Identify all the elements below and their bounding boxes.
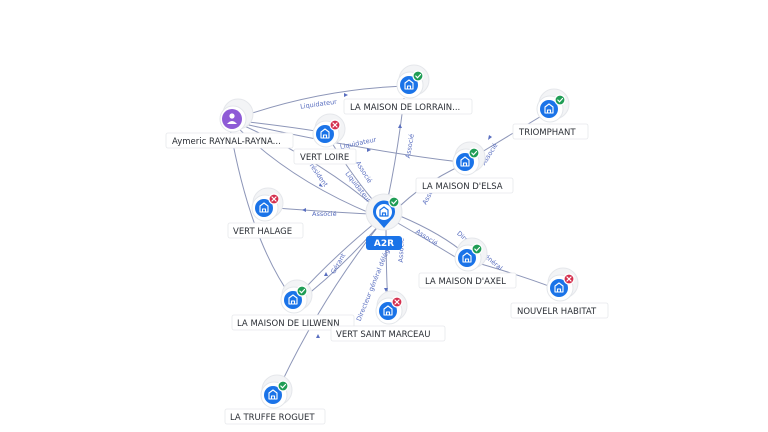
edge-label-lorraine-center: Associé — [404, 133, 416, 159]
edge-label-verthalage-center: Associé — [312, 210, 337, 218]
edge-aym-elsa — [239, 122, 461, 163]
node-label-truffe: LA TRUFFE ROGUET — [230, 413, 315, 423]
node-label-nouvelr: NOUVELR HABITAT — [517, 307, 597, 317]
arrow-icon — [316, 334, 320, 338]
node-label-elsa: LA MAISON D'ELSA — [422, 182, 503, 192]
node-label-vertloire: VERT LOIRE — [300, 153, 349, 163]
edge-label-aym-lorraine: Liquidateur — [300, 98, 338, 111]
node-nouvelr[interactable]: NOUVELR HABITAT — [510, 267, 609, 319]
node-marceau[interactable]: VERT SAINT MARCEAU — [330, 290, 446, 342]
building-icon — [268, 389, 278, 400]
status-ok-badge — [554, 94, 566, 106]
building-icon — [379, 206, 389, 217]
edge-axel-center-assoc — [395, 221, 461, 261]
status-ok-badge — [468, 147, 480, 159]
arrow-icon — [319, 183, 323, 187]
building-icon — [259, 202, 269, 213]
arrow-icon — [398, 124, 402, 128]
arrow-icon — [302, 208, 306, 212]
building-icon — [383, 305, 393, 316]
status-ok-badge — [277, 380, 289, 392]
building-icon — [460, 156, 470, 167]
status-ok-badge — [471, 243, 483, 255]
edge-verthalage-center — [275, 207, 371, 215]
node-lilwenn[interactable]: LA MAISON DE LILWENN — [231, 279, 355, 331]
building-icon — [404, 79, 414, 90]
edge-truffe-center — [277, 223, 381, 391]
person-icon — [227, 113, 237, 124]
arrow-icon — [344, 93, 348, 97]
status-ok-badge — [296, 285, 308, 297]
building-icon — [544, 103, 554, 114]
node-label-aymeric: Aymeric RAYNAL-RAYNA... — [172, 137, 281, 147]
building-icon — [554, 282, 564, 293]
node-label-verthalage: VERT HALAGE — [233, 227, 292, 237]
node-elsa[interactable]: LA MAISON D'ELSA — [415, 141, 514, 194]
node-label-lilwenn: LA MAISON DE LILWENN — [237, 319, 340, 329]
node-aymeric[interactable]: Aymeric RAYNAL-RAYNA... — [165, 98, 294, 149]
node-vertloire[interactable]: VERT LOIRE — [293, 113, 357, 165]
building-icon — [462, 252, 472, 263]
arrow-icon — [488, 135, 492, 140]
edge-aym-vertloire — [239, 120, 323, 133]
arrow-icon — [367, 148, 371, 152]
node-label-lorraine: LA MAISON DE LORRAIN... — [350, 103, 460, 113]
node-center-a2r[interactable]: A2R — [365, 193, 403, 250]
node-axel[interactable]: LA MAISON D'AXEL — [418, 237, 517, 289]
node-verthalage[interactable]: VERT HALAGE — [227, 187, 304, 239]
nodes-layer: Aymeric RAYNAL-RAYNA... LA MAISON DE LOR… — [165, 64, 609, 425]
status-ok-badge — [388, 196, 400, 208]
building-icon — [320, 128, 330, 139]
node-label-marceau: VERT SAINT MARCEAU — [336, 330, 430, 340]
node-label-triomphant: TRIOMPHANT — [518, 128, 576, 138]
node-truffe[interactable]: LA TRUFFE ROGUET — [224, 374, 326, 425]
node-lorraine[interactable]: LA MAISON DE LORRAIN... — [343, 64, 473, 115]
node-label-axel: LA MAISON D'AXEL — [425, 277, 506, 287]
center-label: A2R — [374, 239, 394, 249]
arrow-icon — [324, 272, 328, 276]
node-triomphant[interactable]: TRIOMPHANT — [512, 88, 589, 140]
building-icon — [288, 294, 298, 305]
arrow-icon — [384, 288, 388, 292]
edge-label-axel-center-assoc: Associé — [414, 227, 439, 247]
edge-label-marceau-center: Associé — [397, 238, 406, 263]
status-ok-badge — [412, 70, 424, 82]
